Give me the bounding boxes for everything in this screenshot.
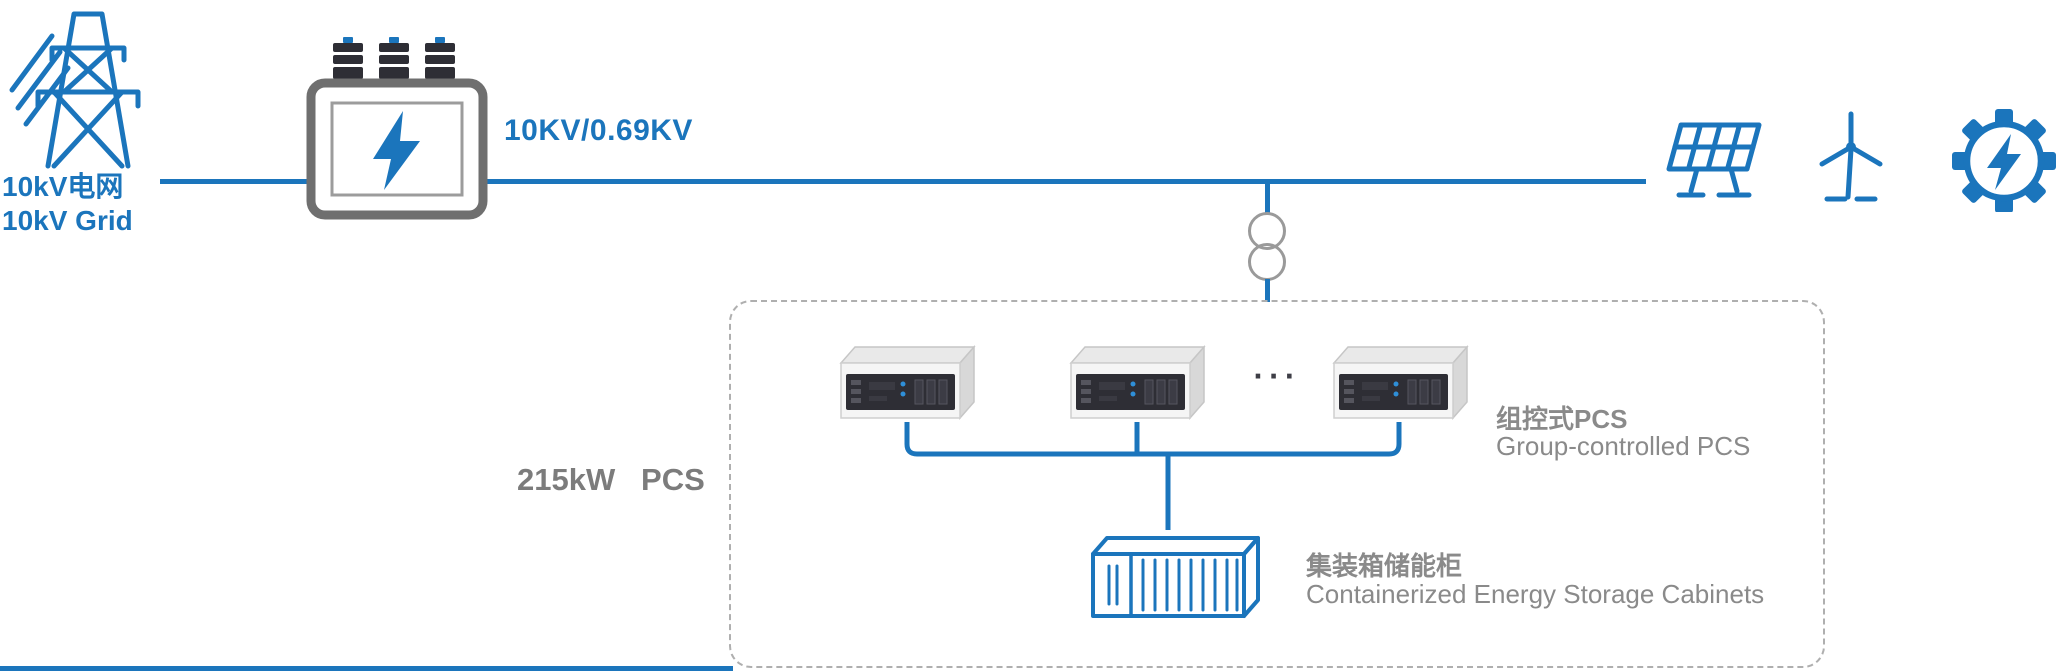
- storage-label-en: Containerized Energy Storage Cabinets: [1306, 579, 1765, 609]
- generator-gear-icon: [1952, 109, 2056, 212]
- drop-line-upper: [1265, 181, 1270, 215]
- storage-label-zh: 集装箱储能柜: [1306, 551, 1463, 581]
- pcs-capacity-label: 215kW PCS: [517, 462, 705, 497]
- main-bus-line: [160, 179, 1646, 184]
- drop-line-lower: [1265, 279, 1270, 302]
- pcs-unit: [1330, 344, 1470, 424]
- grid-label-en: 10kV Grid: [2, 205, 133, 236]
- transformer-icon: [306, 37, 488, 220]
- pcs-group-label-zh: 组控式PCS: [1496, 404, 1628, 434]
- grid-label-zh: 10kV电网: [2, 171, 124, 202]
- pcs-group-label-en: Group-controlled PCS: [1496, 431, 1751, 461]
- pcs-bus-lines: [904, 422, 1402, 530]
- bushing-icons: [333, 37, 455, 79]
- lightning-bolt-icon: [1987, 134, 2021, 190]
- voltage-ratio-label: 10KV/0.69KV: [504, 114, 693, 147]
- wind-turbine-icon: [1819, 111, 1883, 202]
- transmission-tower-icon: [9, 11, 141, 169]
- lightning-bolt-icon: [373, 111, 420, 190]
- more-units-ellipsis: ···: [1253, 358, 1301, 394]
- pcs-group-boundary: [729, 300, 1825, 668]
- pcs-unit: [837, 344, 977, 424]
- secondary-bus-line: [0, 666, 733, 671]
- container-icon: [1091, 536, 1260, 618]
- grid-label: 10kV电网 10kV Grid: [2, 170, 133, 238]
- pcs-unit: [1067, 344, 1207, 424]
- isolation-transformer-symbol: [1248, 212, 1286, 281]
- solar-panel-icon: [1666, 122, 1762, 198]
